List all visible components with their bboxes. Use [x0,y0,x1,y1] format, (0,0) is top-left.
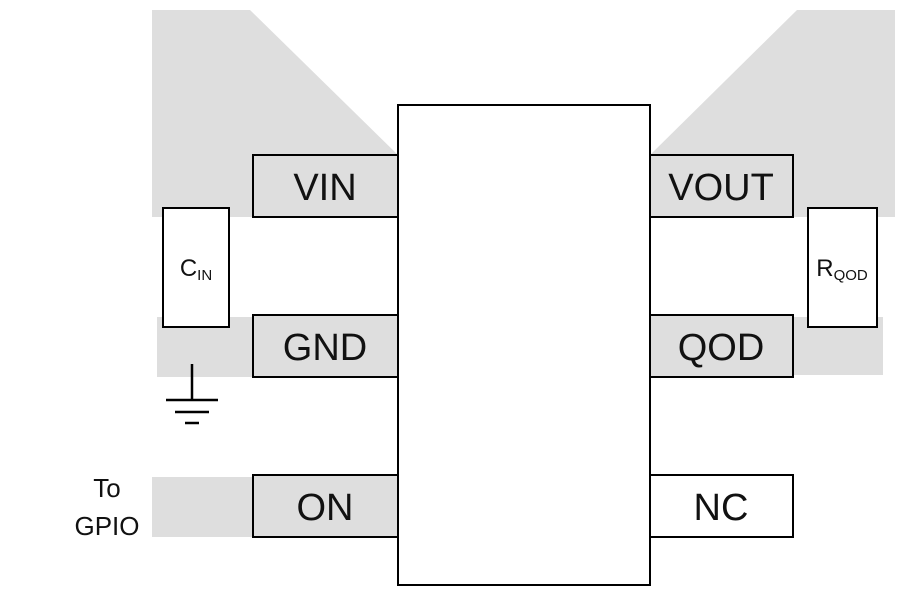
vin-pad [252,154,399,218]
nc-pad-label: NC [694,487,749,529]
ground-icon [166,364,218,425]
rqod-resistor [807,207,878,328]
gnd-pad-label: GND [283,327,367,369]
on-pad-label: ON [297,487,354,529]
rqod-label-main: R [816,255,833,282]
gpio-note-line1: To [93,473,120,503]
cin-label: CIN [180,255,212,284]
rqod-label-sub: QOD [834,267,868,284]
gpio-note-line2: GPIO [74,511,139,541]
cin-capacitor [162,207,230,328]
vout-pad [649,154,794,218]
cin-label-main: C [180,255,197,282]
qod-pad-label: QOD [678,327,765,369]
nc-pad [649,474,794,538]
vout-pad-label: VOUT [668,167,774,209]
ic-package [397,104,651,586]
rqod-label: RQOD [816,255,868,284]
on-pad [252,474,399,538]
vin-pad-label: VIN [293,167,356,209]
qod-pad [649,314,794,378]
cin-label-sub: IN [197,267,212,284]
gnd-pad [252,314,399,378]
